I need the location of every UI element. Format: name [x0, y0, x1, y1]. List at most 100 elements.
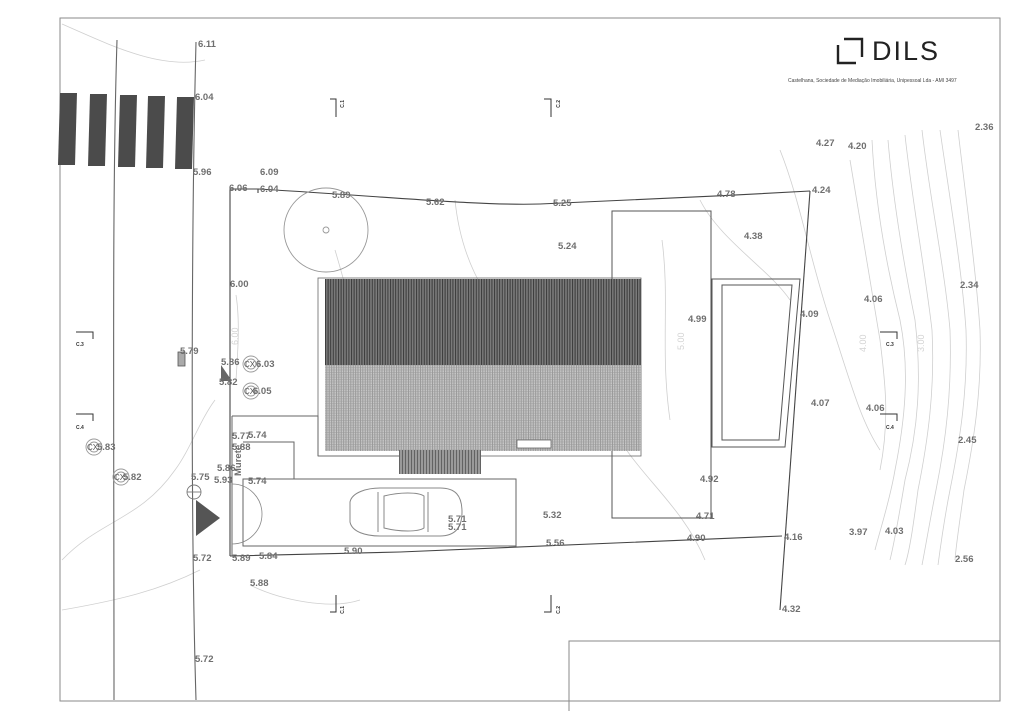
spot-level: 4.07	[811, 398, 830, 409]
spot-level: 5.82	[123, 472, 142, 483]
section-label-c4-right: C.4	[886, 425, 894, 431]
spot-level: 2.56	[955, 554, 974, 565]
gate-arcs	[231, 483, 263, 545]
dils-logo-mark-icon	[836, 37, 864, 65]
house-roof	[317, 277, 642, 474]
spot-level: 6.04	[195, 92, 214, 103]
spot-level: 5.56	[546, 538, 565, 549]
company-line: Castelhana, Sociedade de Mediação Imobil…	[788, 78, 957, 84]
driveway	[231, 415, 517, 556]
manhole-label: CX	[114, 473, 126, 482]
spot-level: 4.99	[688, 314, 707, 325]
spot-level: 4.27	[816, 138, 835, 149]
spot-level: 4.92	[700, 474, 719, 485]
wall-label: Murete	[233, 445, 244, 476]
spot-level: 4.20	[848, 141, 867, 152]
spot-level: 4.32	[782, 604, 801, 615]
spot-level: 5.71	[448, 514, 467, 525]
spot-level: 5.79	[180, 346, 199, 357]
spot-level: 4.90	[687, 533, 706, 544]
street-light-icon	[186, 484, 202, 500]
title-block-frame	[568, 640, 1000, 711]
spot-level: 5.75	[191, 472, 210, 483]
spot-level: 5.86	[217, 463, 236, 474]
spot-level: 4.71	[696, 511, 715, 522]
spot-level: 5.84	[259, 551, 278, 562]
spot-level: 5.71	[448, 522, 467, 533]
brand-logo: DILS	[836, 36, 940, 66]
spot-level: 3.97	[849, 527, 868, 538]
plot-levels: 6.09 6.06 6.04 5.89 5.62 5.25 4.78 4.24 …	[214, 167, 831, 615]
spot-level: 4.09	[800, 309, 819, 320]
spot-level: 5.86	[221, 357, 240, 368]
car-outline	[349, 487, 463, 537]
spot-level: 6.05	[253, 386, 272, 397]
section-label-c2-top: C.2	[556, 100, 562, 108]
spot-level: 6.06	[229, 183, 248, 194]
spot-level: 2.36	[975, 122, 994, 133]
brand-name: DILS	[872, 36, 941, 66]
spot-level: 6.11	[198, 39, 217, 50]
spot-level: 6.00	[230, 279, 249, 290]
spot-level: 5.72	[195, 654, 214, 665]
spot-level: 4.78	[717, 189, 736, 200]
spot-level: 5.77	[232, 431, 251, 442]
section-marker-labels: C.1 C.2 C.1 C.2 C.3 C.4 C.3 C.4	[76, 100, 894, 614]
spot-level: 4.03	[885, 526, 904, 537]
section-label-c4-left: C.4	[76, 425, 84, 431]
contour-label: 4.00	[858, 334, 868, 352]
utility-box-icon	[177, 351, 186, 367]
spot-level: 5.82	[219, 377, 238, 388]
spot-level: 5.93	[214, 475, 233, 486]
section-markers	[76, 98, 898, 613]
spot-level: 6.04	[260, 184, 279, 195]
spot-level: 4.06	[866, 403, 885, 414]
spot-level: 2.34	[960, 280, 979, 291]
entrance-triangle-icon	[196, 500, 220, 536]
plot-boundary	[229, 188, 811, 611]
manhole-symbols	[85, 355, 260, 486]
spot-level: 5.62	[426, 197, 445, 208]
outside-levels: 5.83 5.82 4.27 4.20 2.36 4.06 2.34 4.06 …	[97, 122, 994, 565]
spot-level: 6.03	[256, 359, 275, 370]
spot-level: 6.09	[260, 167, 279, 178]
manhole-label: CX	[87, 443, 99, 452]
manhole-label: CX	[244, 360, 256, 369]
section-label-c3-left: C.3	[76, 342, 84, 348]
contour-label: 5.00	[676, 332, 686, 350]
spot-level: 5.32	[543, 510, 562, 521]
spot-level: 5.72	[193, 553, 212, 564]
spot-level: 5.96	[193, 167, 212, 178]
sheet-frame	[59, 17, 1001, 702]
spot-level: 4.38	[744, 231, 763, 242]
spot-level: 4.16	[784, 532, 803, 543]
section-label-c1-bottom: C.1	[340, 606, 346, 614]
contour-label: 6.00	[230, 327, 240, 345]
spot-level: 5.83	[97, 442, 116, 453]
spot-level: 5.74	[248, 430, 267, 441]
manhole-labels: CX CX CX CX	[87, 360, 256, 482]
street-levels: 6.11 6.04 5.96 5.79 5.75 5.72 5.72	[180, 39, 217, 665]
spot-level: 2.45	[958, 435, 977, 446]
road-edges	[113, 39, 197, 701]
section-label-c3-right: C.3	[886, 342, 894, 348]
contour-labels: 5.00 4.00 3.00 6.00	[230, 327, 926, 352]
section-label-c1-top: C.1	[340, 100, 346, 108]
spot-level: 5.88	[250, 578, 269, 589]
spot-level: 5.74	[248, 476, 267, 487]
crosswalk	[58, 93, 194, 169]
contour-label: 3.00	[916, 334, 926, 352]
spot-level: 4.24	[812, 185, 831, 196]
spot-level: 5.89	[332, 190, 351, 201]
meter-triangle-icon	[221, 365, 232, 381]
manhole-label: CX	[244, 387, 256, 396]
section-label-c2-bottom: C.2	[556, 606, 562, 614]
spot-level: 5.24	[558, 241, 577, 252]
tree-canopy	[283, 187, 369, 273]
spot-level: 4.06	[864, 294, 883, 305]
spot-level: 5.88	[232, 442, 251, 453]
spot-level: 5.89	[232, 553, 251, 564]
spot-level: 5.25	[553, 198, 572, 209]
